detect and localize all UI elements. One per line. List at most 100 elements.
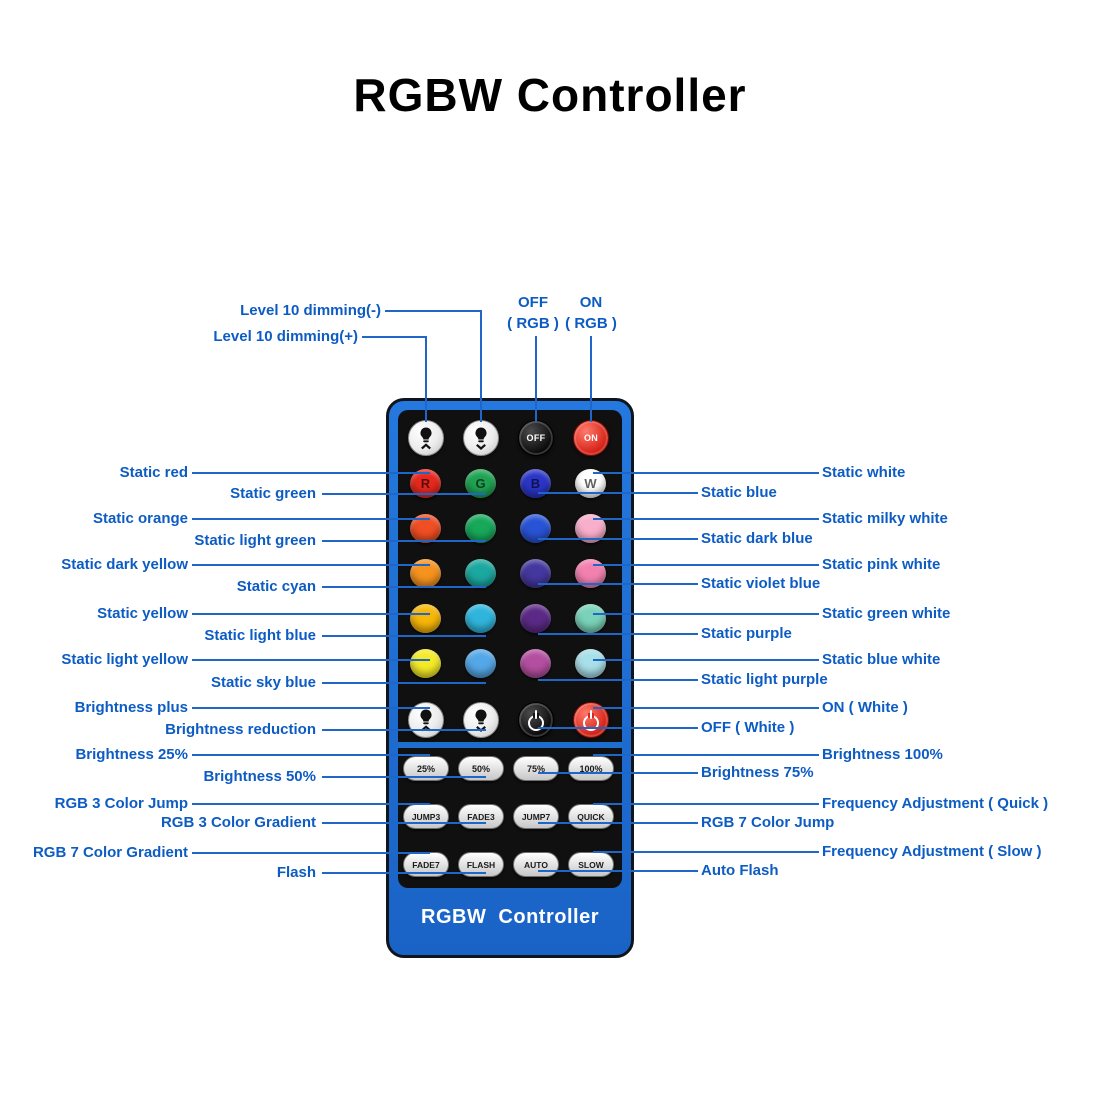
- dimming-plus-button[interactable]: [408, 420, 444, 456]
- remote-panel-divider: [398, 742, 622, 748]
- callout-line: [538, 727, 698, 729]
- color-button-letter: B: [530, 476, 541, 491]
- callout-line: [593, 472, 819, 474]
- callout-line: [192, 518, 430, 520]
- callout-line: [593, 518, 819, 520]
- brightness-reduction-button[interactable]: [463, 702, 499, 738]
- color-button-static-yellow[interactable]: [410, 604, 441, 633]
- label-static-yellow: Static yellow: [97, 605, 188, 622]
- color-button-static-light-green[interactable]: [465, 514, 496, 543]
- callout-line: [593, 754, 819, 756]
- label-static-light-green: Static light green: [194, 532, 316, 549]
- callout-line: [593, 659, 819, 661]
- label-flash: Flash: [276, 864, 316, 881]
- callout-line: [322, 493, 486, 495]
- label-static-violet-blue: Static violet blue: [701, 575, 821, 592]
- label-static-dark-blue: Static dark blue: [701, 530, 813, 547]
- color-button-static-cyan[interactable]: [465, 559, 496, 588]
- off-white-button[interactable]: [518, 702, 554, 738]
- label-static-purple: Static purple: [701, 625, 792, 642]
- callout-line: [538, 538, 698, 540]
- label-frequency-adjustment-quick: Frequency Adjustment ( Quick ): [822, 795, 1049, 812]
- label-static-red: Static red: [119, 464, 188, 481]
- callout-line: [538, 679, 698, 681]
- callout-line: [590, 336, 592, 422]
- callout-line: [192, 803, 430, 805]
- label-static-blue-white: Static blue white: [822, 651, 941, 668]
- label-off-white: OFF ( White ): [701, 719, 795, 736]
- label-brightness-25: Brightness 25%: [75, 746, 188, 763]
- callout-line: [480, 310, 482, 422]
- callout-line: [322, 872, 486, 874]
- label-rgb-3-color-jump: RGB 3 Color Jump: [54, 795, 188, 812]
- slow-button[interactable]: SLOW: [568, 852, 614, 877]
- callout-line: [535, 336, 537, 422]
- color-button-static-light-purple[interactable]: [520, 649, 551, 678]
- label-brightness-100: Brightness 100%: [822, 746, 943, 763]
- bulb-up-icon: [420, 427, 432, 450]
- label-off-rgb: OFF ( RGB ): [504, 292, 562, 334]
- label-brightness-reduction: Brightness reduction: [165, 721, 316, 738]
- label-static-green-white: Static green white: [822, 605, 951, 622]
- label-off-rgb-title: OFF: [518, 294, 548, 311]
- callout-line: [593, 564, 819, 566]
- label-static-light-purple: Static light purple: [701, 671, 828, 688]
- label-on-rgb-title: ON: [579, 294, 603, 311]
- jump7-button[interactable]: JUMP7: [513, 804, 559, 829]
- color-button-static-dark-yellow[interactable]: [410, 559, 441, 588]
- callout-line: [192, 564, 430, 566]
- callout-line: [192, 613, 430, 615]
- remote-brand-text: RGBW Controller: [421, 906, 599, 928]
- callout-line: [593, 803, 819, 805]
- on-rgb-button[interactable]: ON: [573, 420, 609, 456]
- label-static-blue: Static blue: [701, 484, 777, 501]
- label-static-cyan: Static cyan: [236, 578, 316, 595]
- callout-line: [538, 772, 698, 774]
- label-auto-flash: Auto Flash: [701, 862, 779, 879]
- callout-line: [192, 707, 430, 709]
- color-button-letter: R: [420, 476, 431, 491]
- callout-line: [322, 540, 486, 542]
- callout-line: [538, 633, 698, 635]
- callout-line: [593, 613, 819, 615]
- label-level-10-dimming-minus: Level 10 dimming(-): [240, 302, 381, 319]
- label-static-milky-white: Static milky white: [822, 510, 948, 527]
- label-on-white: ON ( White ): [822, 699, 908, 716]
- callout-line: [322, 586, 486, 588]
- color-button-letter: W: [584, 476, 597, 491]
- color-button-static-green-white[interactable]: [575, 604, 606, 633]
- color-button-static-sky-blue[interactable]: [465, 649, 496, 678]
- brightness-75-button[interactable]: 75%: [513, 756, 559, 781]
- label-rgb-3-color-gradient: RGB 3 Color Gradient: [160, 814, 316, 831]
- callout-line: [538, 583, 698, 585]
- callout-line: [538, 870, 698, 872]
- fade3-button[interactable]: FADE3: [458, 804, 504, 829]
- callout-line: [593, 707, 819, 709]
- auto-button[interactable]: AUTO: [513, 852, 559, 877]
- brightness-100-button[interactable]: 100%: [568, 756, 614, 781]
- callout-line: [322, 635, 486, 637]
- callout-line: [192, 659, 430, 661]
- callout-line: [425, 336, 427, 422]
- label-rgb-7-color-gradient: RGB 7 Color Gradient: [32, 844, 188, 861]
- color-button-static-purple[interactable]: [520, 604, 551, 633]
- color-button-static-blue-white[interactable]: [575, 649, 606, 678]
- label-brightness-75: Brightness 75%: [701, 764, 814, 781]
- label-on-rgb-sub: ( RGB ): [565, 315, 617, 332]
- power-icon: [528, 714, 544, 731]
- label-static-white: Static white: [822, 464, 906, 481]
- jump3-button[interactable]: JUMP3: [403, 804, 449, 829]
- color-button-static-light-yellow[interactable]: [410, 649, 441, 678]
- callout-line: [192, 472, 430, 474]
- callout-line: [322, 776, 486, 778]
- callout-line: [538, 822, 698, 824]
- color-button-static-light-blue[interactable]: [465, 604, 496, 633]
- label-rgb-7-color-jump: RGB 7 Color Jump: [701, 814, 835, 831]
- off-rgb-button[interactable]: OFF: [518, 420, 554, 456]
- dimming-minus-button[interactable]: [463, 420, 499, 456]
- callout-line: [385, 310, 482, 312]
- label-static-dark-yellow: Static dark yellow: [61, 556, 188, 573]
- on-rgb-button-label: ON: [583, 433, 599, 443]
- quick-button[interactable]: QUICK: [568, 804, 614, 829]
